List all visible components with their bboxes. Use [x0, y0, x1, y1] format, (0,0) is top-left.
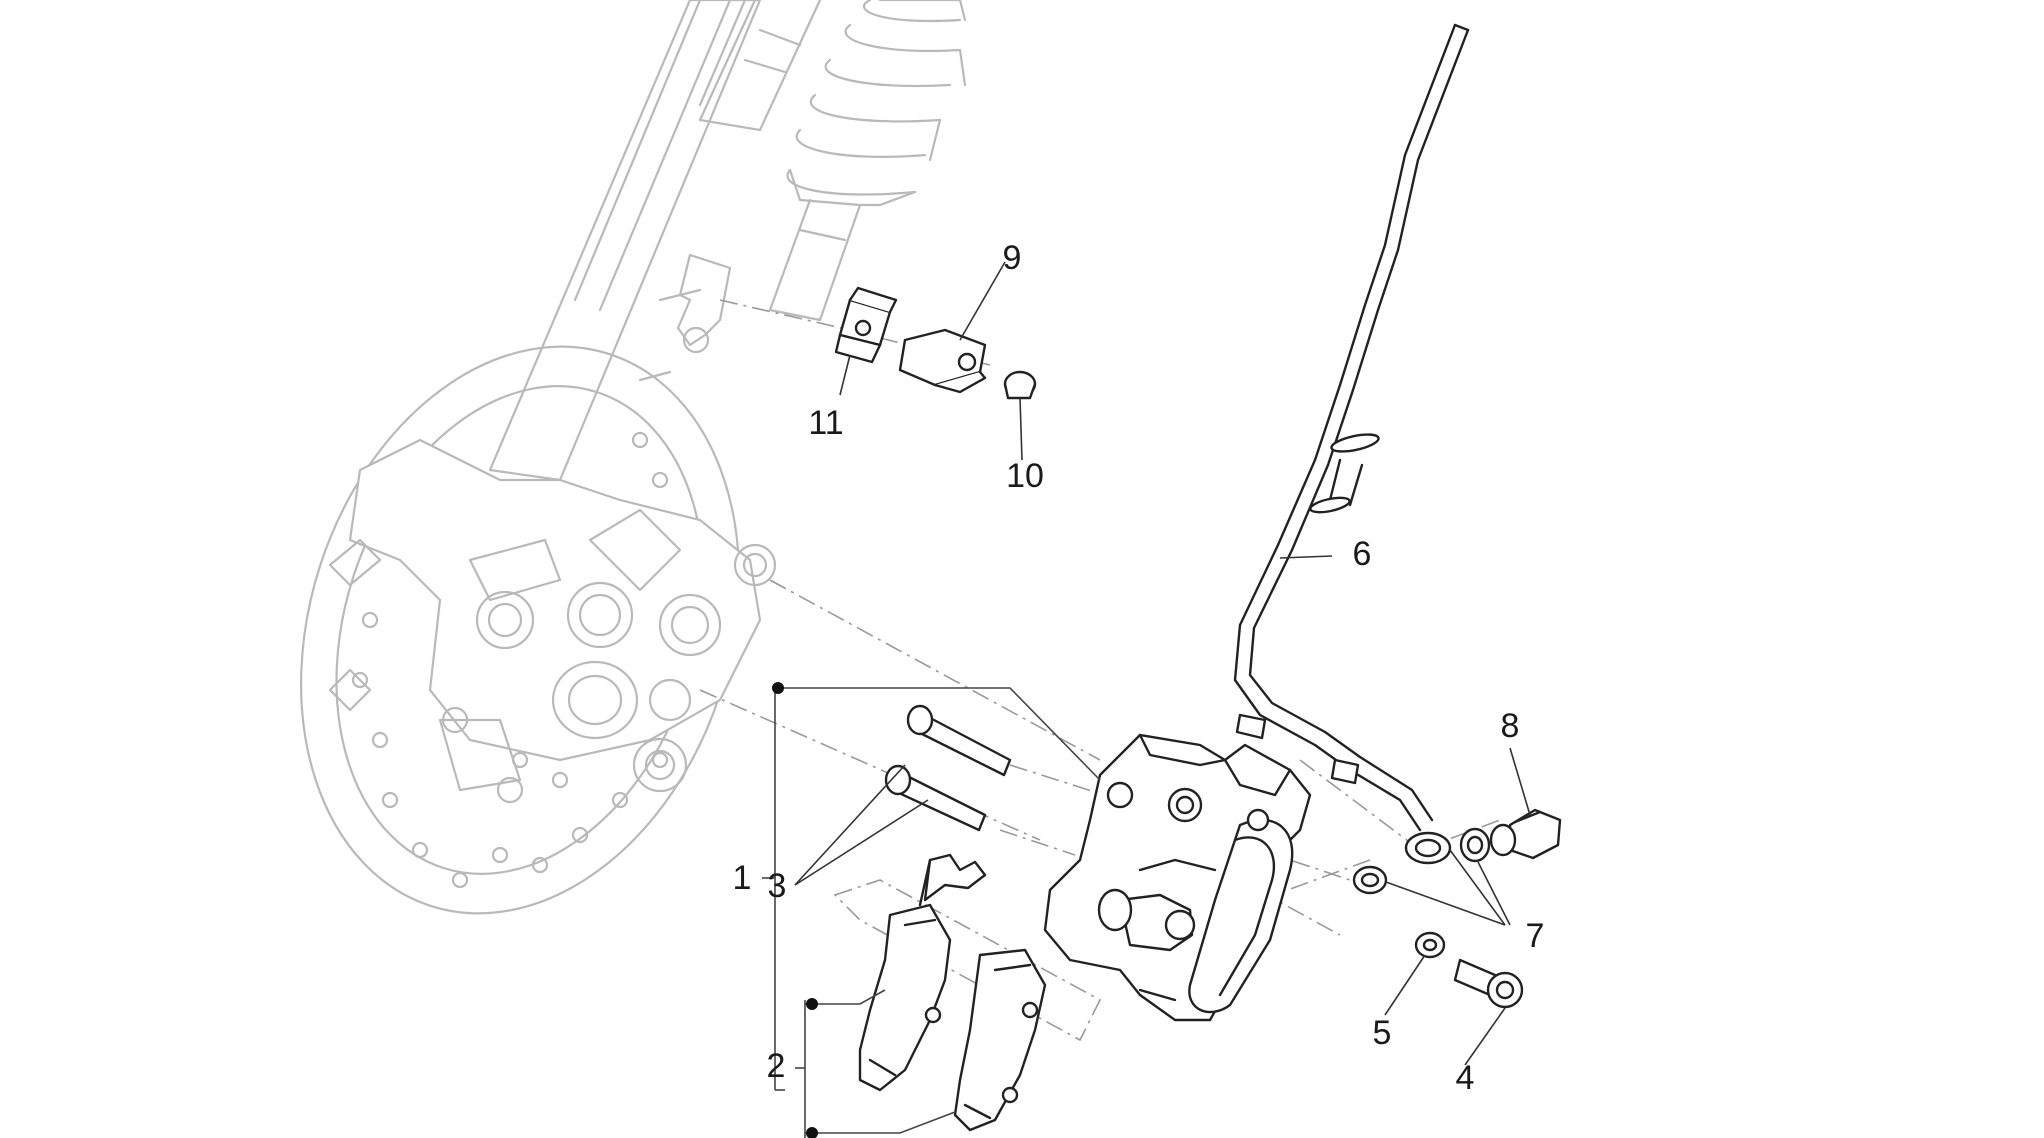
- clamp-screw: [1003, 370, 1037, 400]
- flat-washer: [1414, 931, 1446, 959]
- hose-clamp: [898, 328, 987, 394]
- callout-7: 7: [1526, 917, 1545, 955]
- shock-absorber-ghost: [768, 0, 967, 322]
- callout-1: 1: [733, 859, 752, 897]
- pad-spring: [918, 853, 987, 907]
- hub-knuckle-ghost: [328, 438, 777, 804]
- callout-11: 11: [808, 404, 843, 442]
- callout-9: 9: [1003, 239, 1022, 277]
- banjo-bolt: [1489, 808, 1562, 860]
- callout-4: 4: [1456, 1059, 1475, 1097]
- assembly-bracket-2: [795, 989, 956, 1138]
- caliper-pins: [884, 704, 1012, 832]
- brake-pads: [858, 903, 1047, 1132]
- callout-2: 2: [767, 1047, 786, 1085]
- fork-leg-ghost: [488, 0, 822, 482]
- callout-3: 3: [768, 867, 787, 905]
- callout-6: 6: [1353, 535, 1372, 573]
- sealing-washers: [1352, 827, 1491, 895]
- hose-clamp-plate: [834, 286, 898, 364]
- fork-bracket-ghost: [638, 253, 732, 382]
- callout-5: 5: [1373, 1014, 1392, 1052]
- callout-10: 10: [1006, 457, 1044, 495]
- brake-hose: [1233, 23, 1470, 865]
- callout-8: 8: [1501, 707, 1520, 745]
- caliper-screw: [1453, 958, 1524, 1009]
- brake-caliper: [1043, 733, 1312, 1022]
- callout-leaders: [794, 261, 1531, 1066]
- assembly-bracket-1: [762, 682, 1101, 1091]
